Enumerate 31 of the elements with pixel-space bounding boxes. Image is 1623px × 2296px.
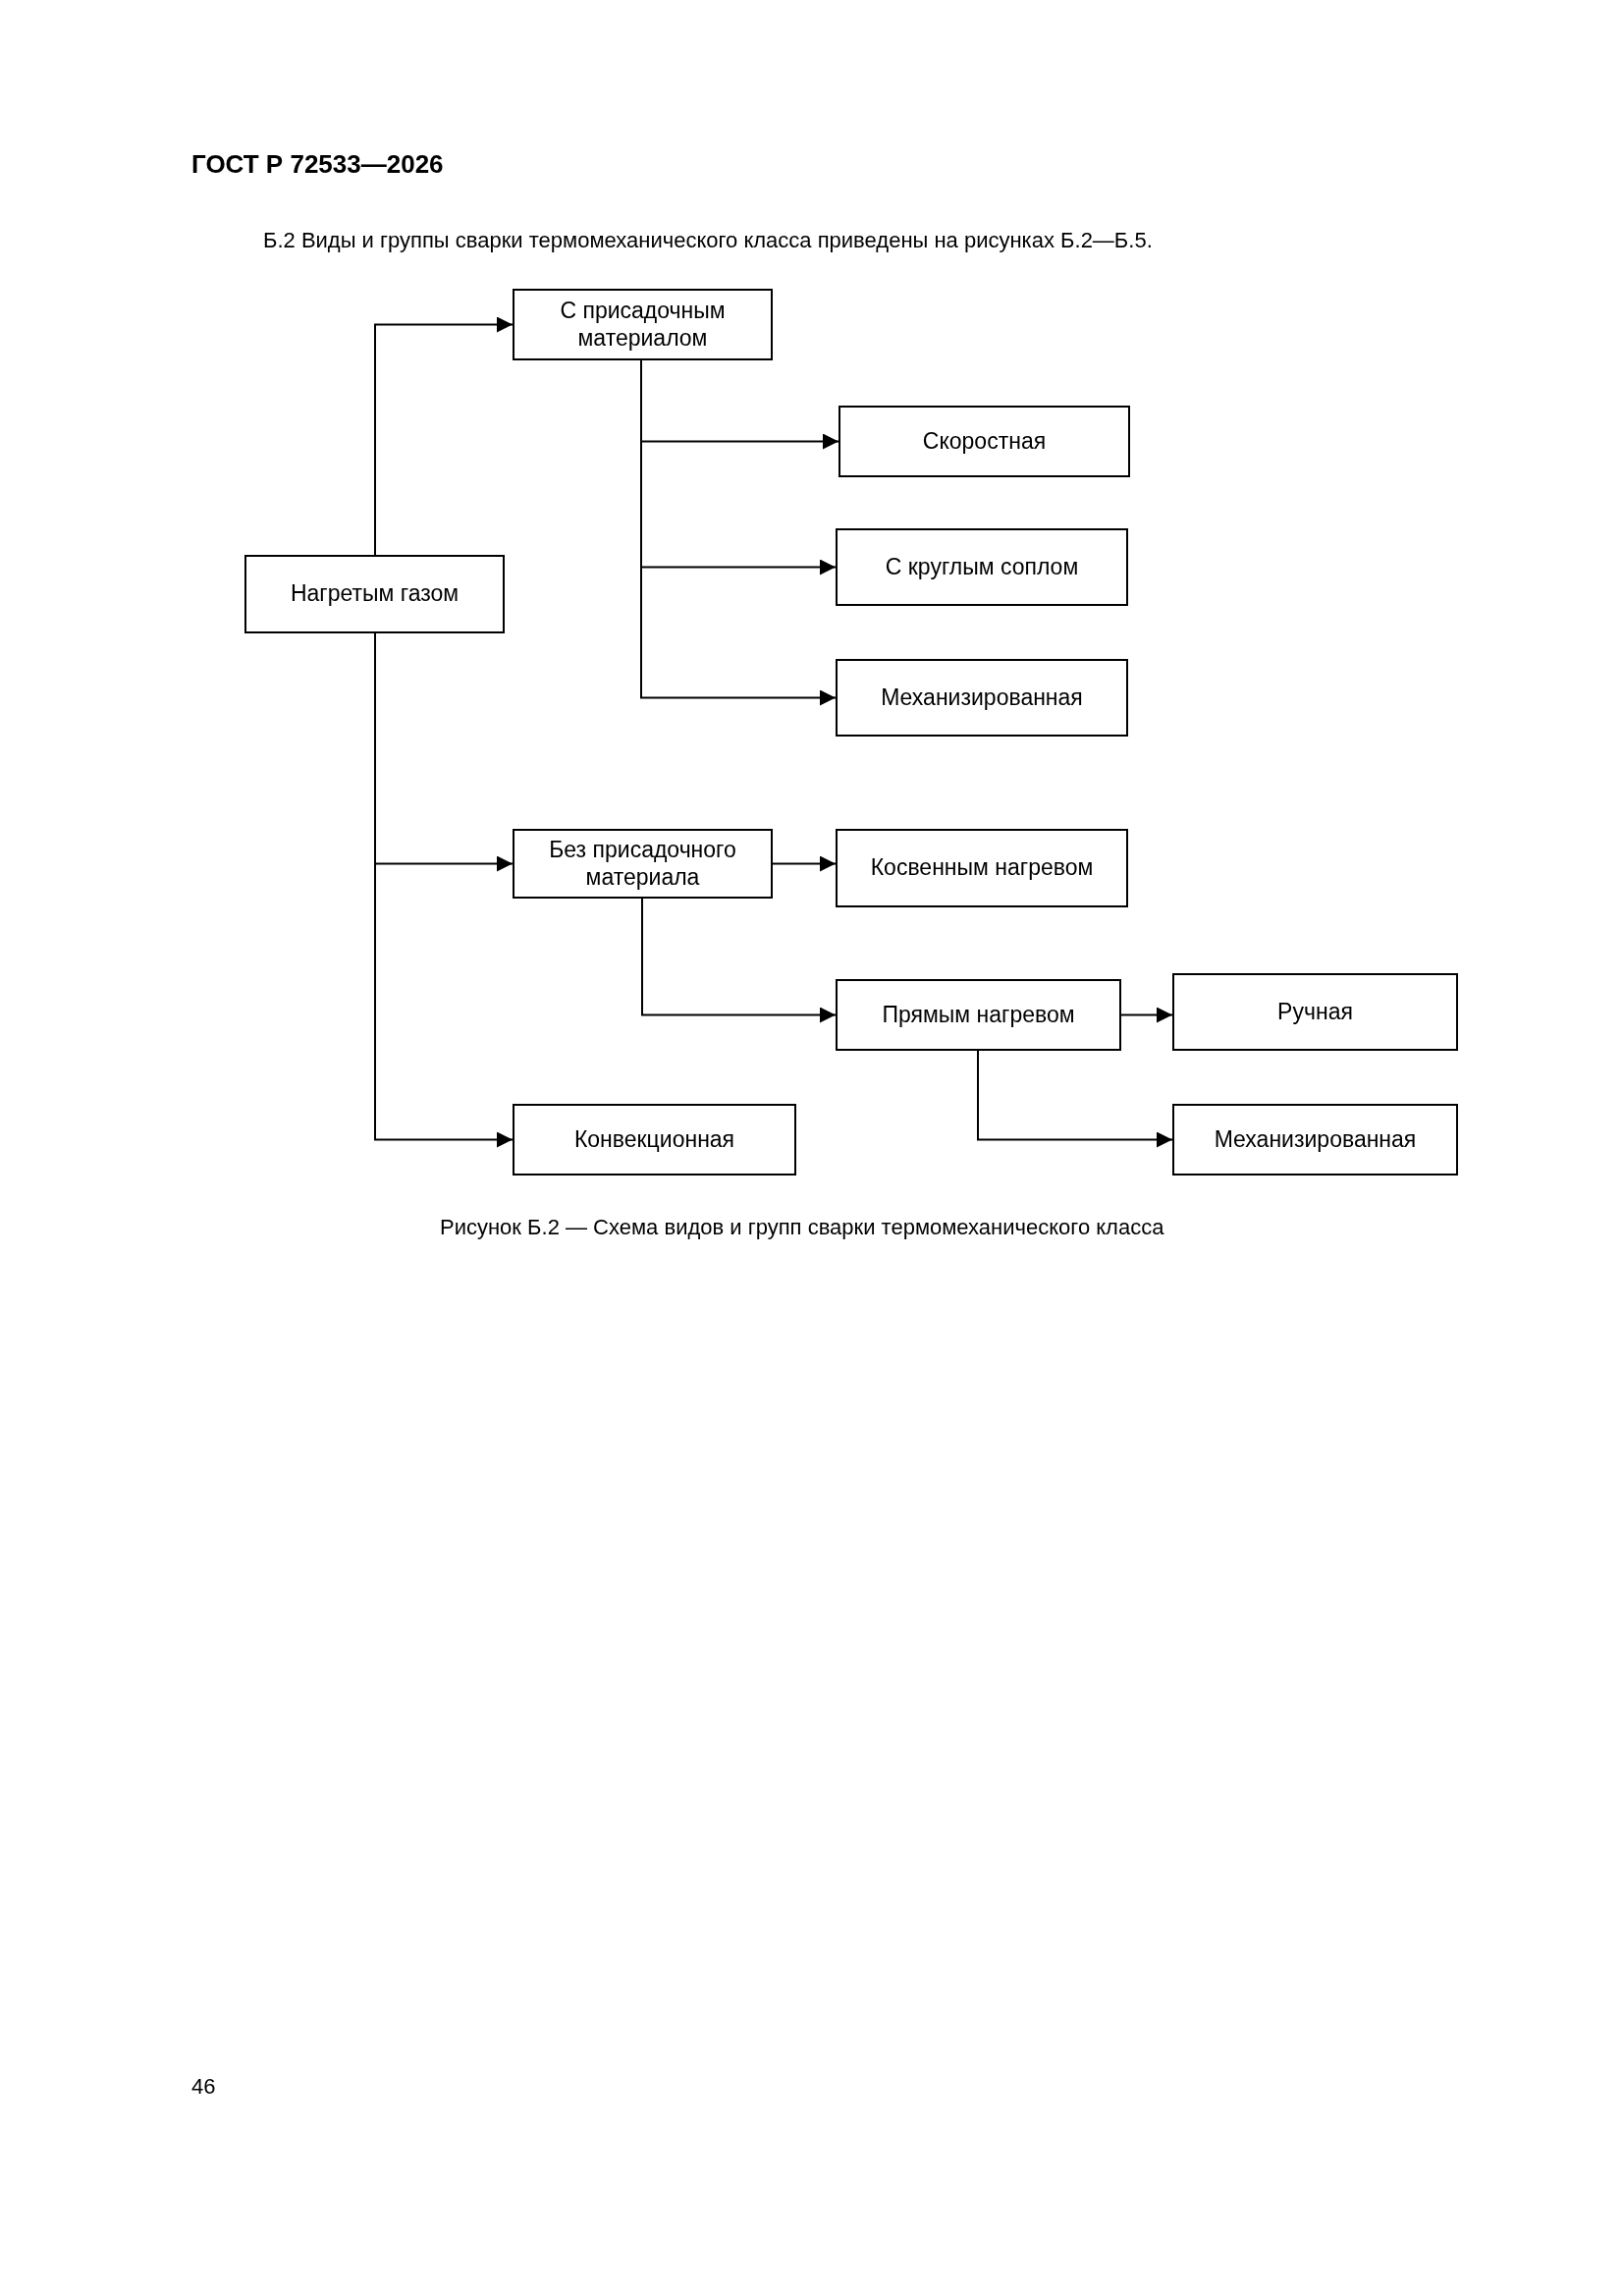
process-box <box>1172 973 1458 1051</box>
box-text: Косвенным нагревом <box>870 854 1094 882</box>
process-box <box>244 555 505 633</box>
box-text: Без присадочного материала <box>548 836 737 892</box>
page-number: 46 <box>191 2074 216 2100</box>
box-text: Ручная <box>1277 998 1353 1026</box>
figure-caption: Рисунок Б.2 — Схема видов и групп сварки термомеханического класса <box>440 1215 1164 1240</box>
process-box <box>513 1104 796 1175</box>
process-box <box>513 289 773 360</box>
connector-arrow <box>1120 1007 1173 1023</box>
intro-text: Б.2 Виды и группы сварки термомеханического класса приведены на рисунках Б.2—Б.5. <box>263 228 1153 253</box>
connector-arrow <box>772 855 837 872</box>
connector-arrow <box>977 1050 1173 1148</box>
box-text: Механизированная <box>1214 1125 1417 1154</box>
box-text: Скоростная <box>922 427 1047 456</box>
box-text: Нагретым газом <box>290 580 460 608</box>
connector-arrow <box>641 898 837 1023</box>
process-box <box>836 659 1128 737</box>
box-text: Прямым нагревом <box>882 1001 1075 1029</box>
connector-arrow <box>374 316 514 556</box>
box-text: Конвекционная <box>573 1125 735 1154</box>
process-box <box>1172 1104 1458 1175</box>
process-box <box>836 979 1121 1051</box>
process-box <box>513 829 773 899</box>
process-box <box>836 829 1128 907</box>
box-text: С круглым соплом <box>885 553 1079 581</box>
process-box <box>839 406 1130 477</box>
process-box <box>836 528 1128 606</box>
box-text: С присадочным материалом <box>559 297 727 353</box>
box-text: Механизированная <box>881 683 1083 712</box>
document-header: ГОСТ Р 72533—2026 <box>191 149 444 180</box>
